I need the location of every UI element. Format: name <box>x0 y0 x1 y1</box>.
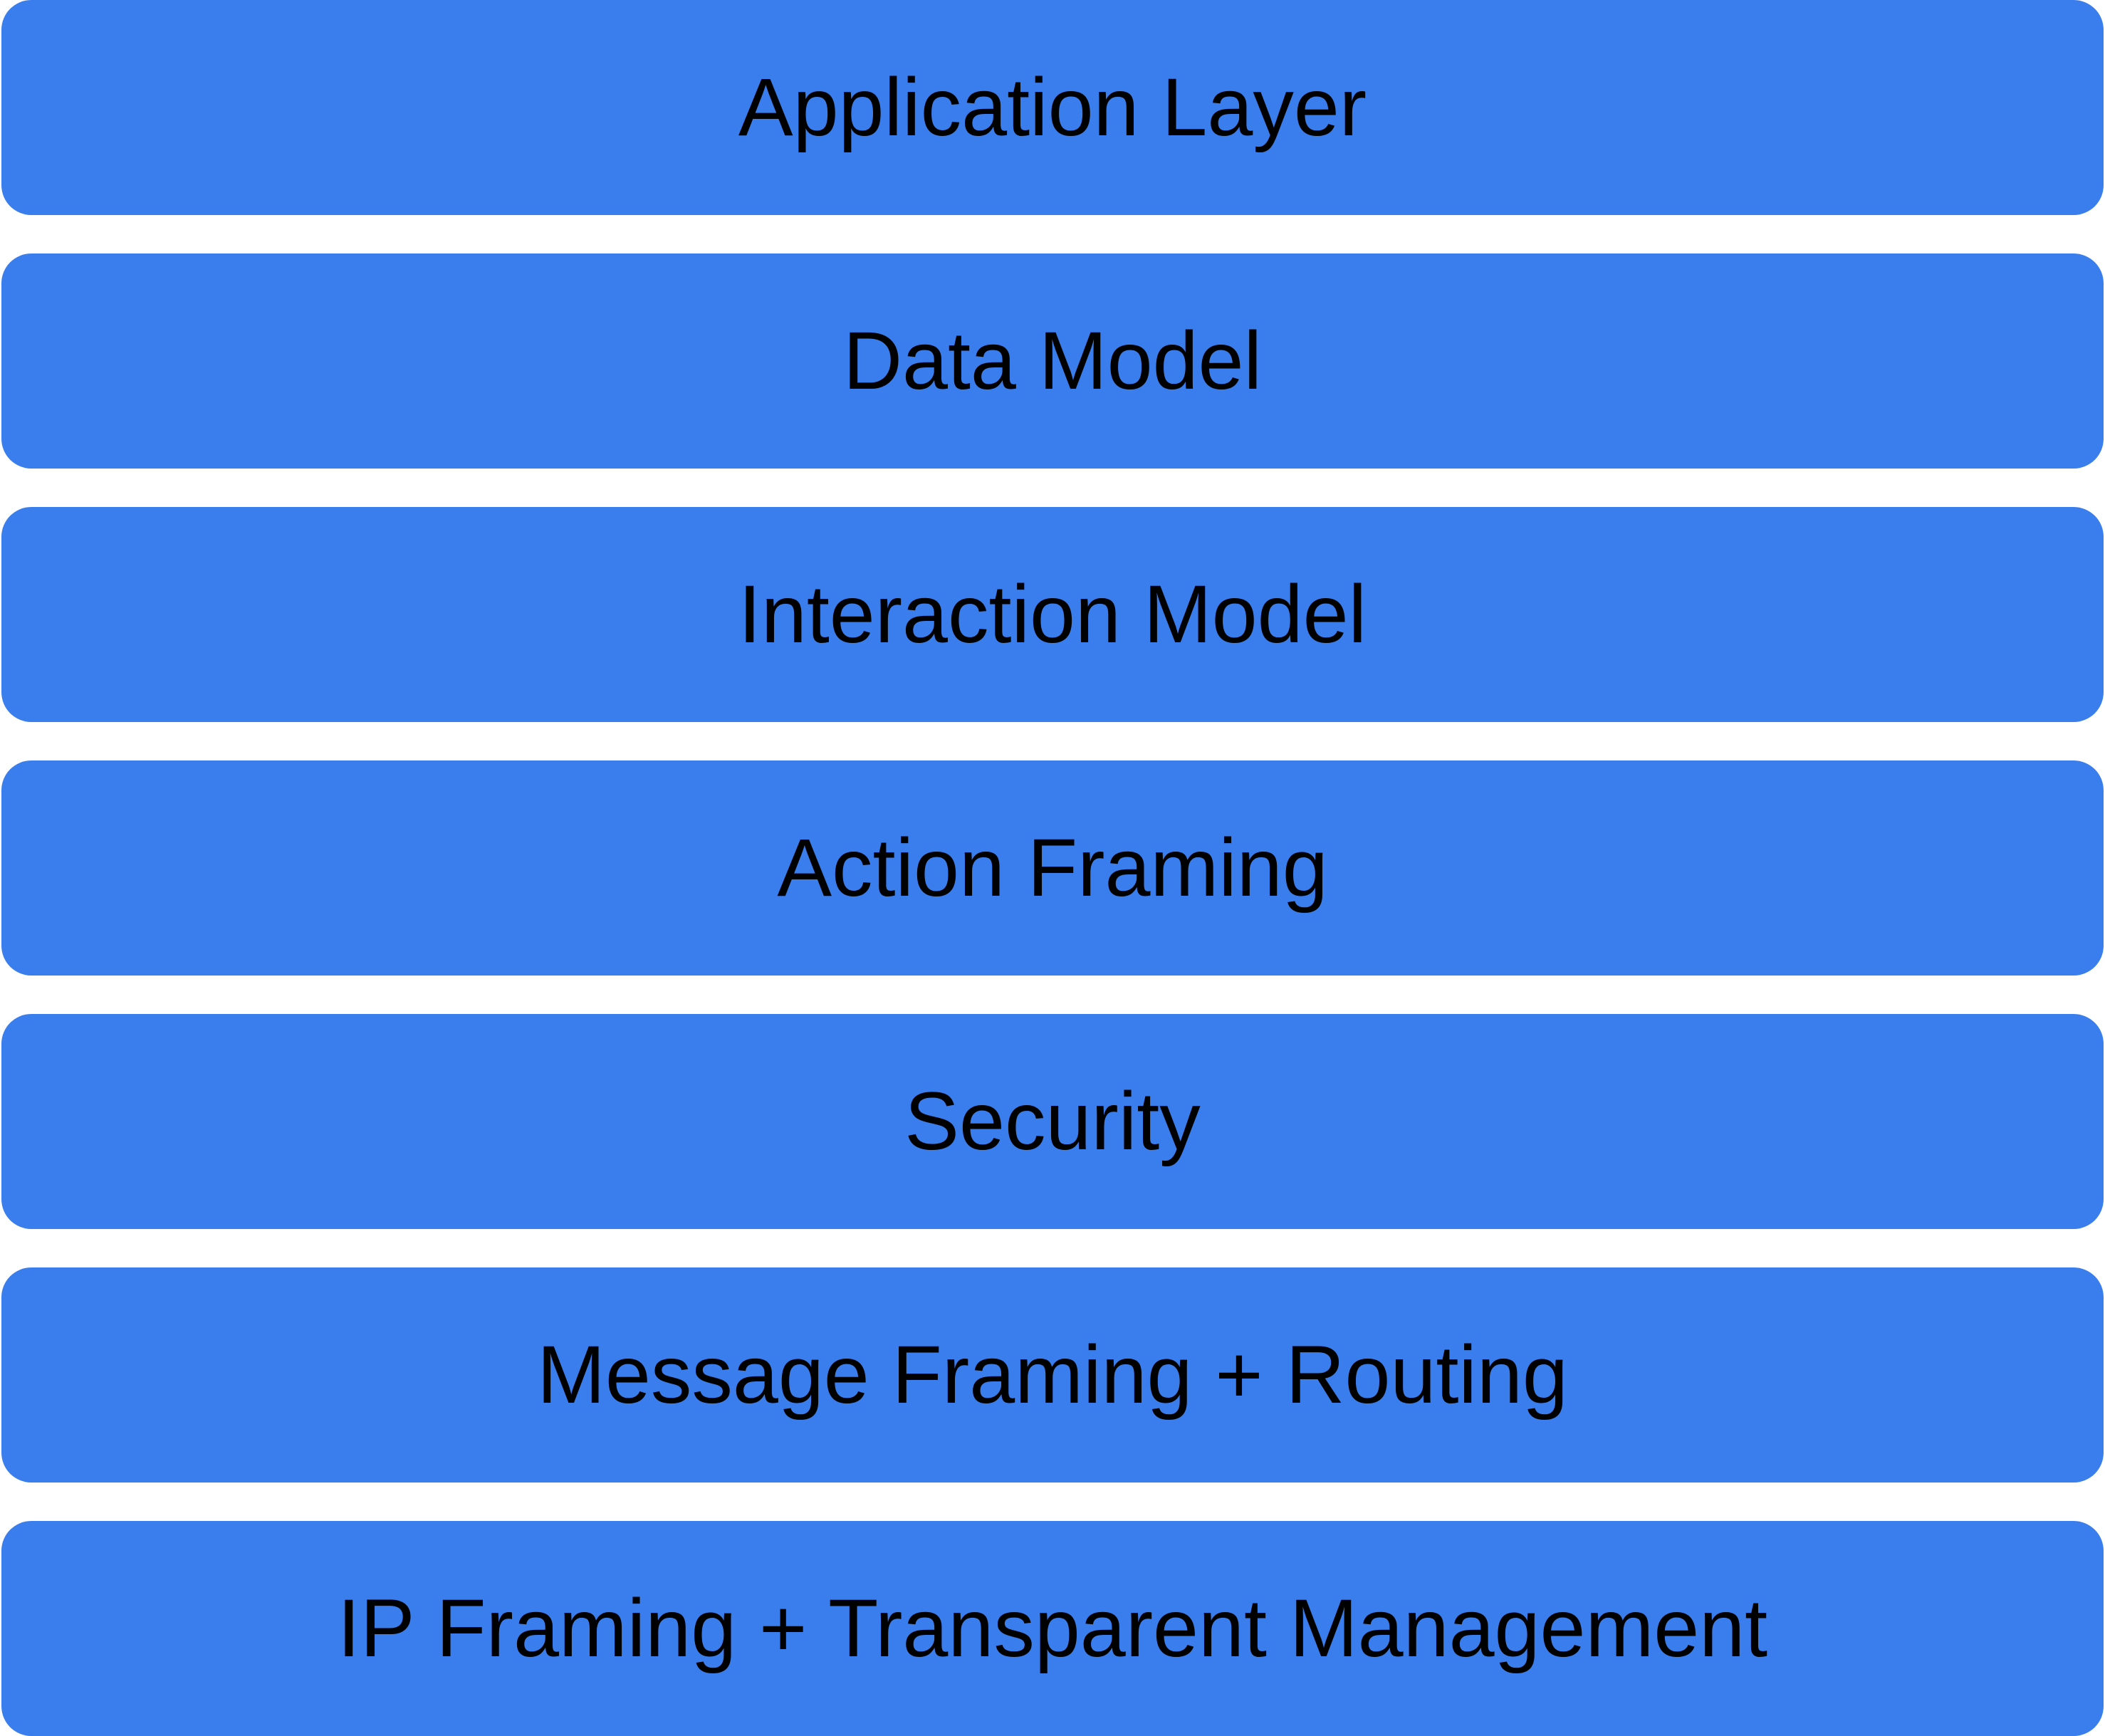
layer-action-framing-label: Action Framing <box>777 822 1328 914</box>
layer-interaction-model-label: Interaction Model <box>738 568 1367 660</box>
layer-data-model-label: Data Model <box>842 315 1263 407</box>
layer-ip-framing-transparent-management-label: IP Framing + Transparent Management <box>337 1582 1768 1674</box>
layer-security: Security <box>1 1014 2104 1229</box>
layer-data-model: Data Model <box>1 253 2104 469</box>
layer-application-label: Application Layer <box>738 61 1367 153</box>
layer-application: Application Layer <box>1 0 2104 215</box>
layer-message-framing-routing: Message Framing + Routing <box>1 1267 2104 1483</box>
layer-security-label: Security <box>904 1075 1201 1167</box>
layer-interaction-model: Interaction Model <box>1 507 2104 722</box>
layer-ip-framing-transparent-management: IP Framing + Transparent Management <box>1 1521 2104 1736</box>
layer-action-framing: Action Framing <box>1 760 2104 976</box>
layer-message-framing-routing-label: Message Framing + Routing <box>537 1329 1568 1421</box>
